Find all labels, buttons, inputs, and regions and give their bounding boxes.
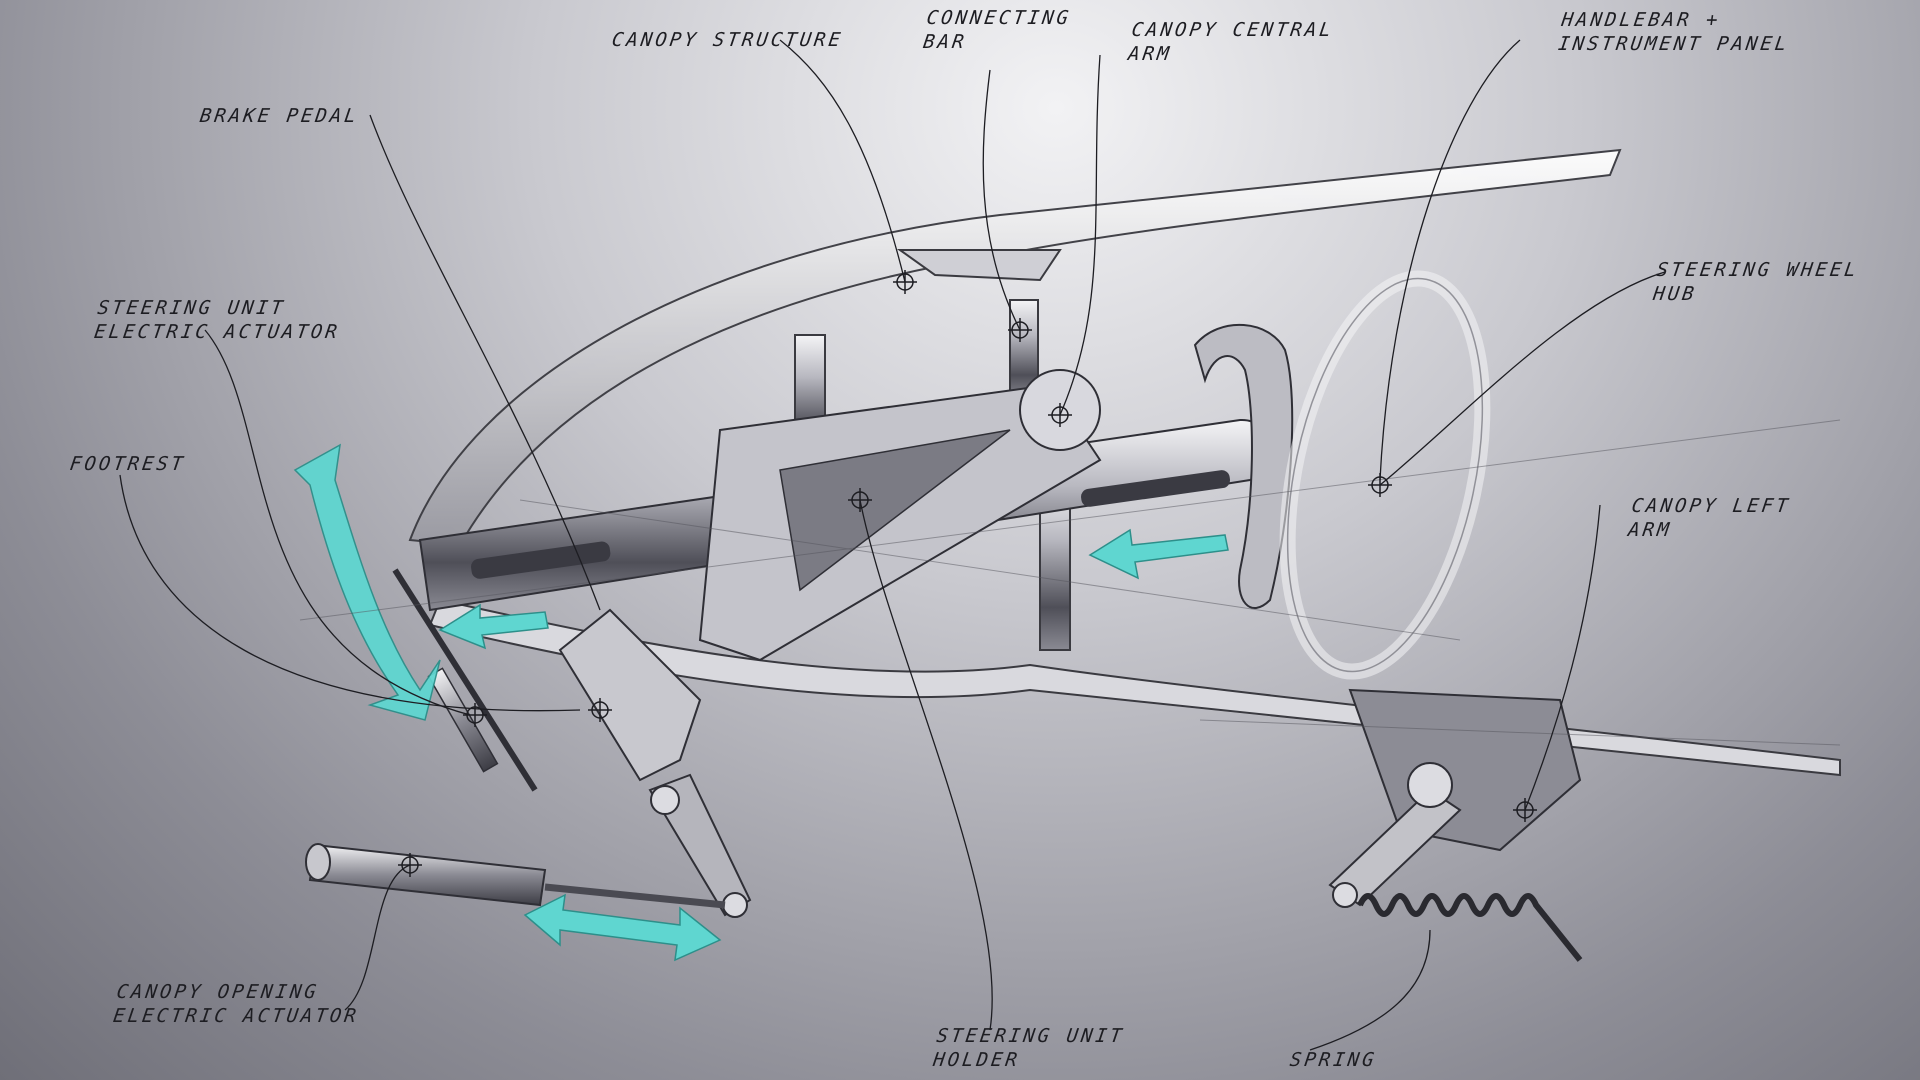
spring xyxy=(1357,893,1583,962)
target-markers xyxy=(398,270,1537,877)
footrest xyxy=(392,568,538,792)
label-handlebar-instrument-panel: Handlebar +instrument panel xyxy=(1556,9,1791,55)
steering-wheel xyxy=(1279,270,1491,680)
label-steering-unit-holder: Steering unitholder xyxy=(931,1025,1126,1071)
label-steering-unit-electric-actuator: Steering unitelectric actuator xyxy=(92,297,342,343)
brake-pedal xyxy=(558,608,702,782)
footrest-rotation-arrow xyxy=(293,443,441,721)
steering-slide-arrow xyxy=(1088,528,1229,580)
label-brake-pedal: Brake pedal xyxy=(198,105,361,127)
label-spring: Spring xyxy=(1288,1049,1379,1071)
canopy-frame xyxy=(408,148,1622,547)
canopy-left-arm-bracket xyxy=(1348,688,1582,852)
central-arm xyxy=(698,383,1102,662)
label-footrest: Footrest xyxy=(68,453,188,475)
label-canopy-left-arm: Canopy leftarm xyxy=(1626,495,1793,541)
label-canopy-opening-electric-actuator: Canopy openingelectric actuator xyxy=(111,981,361,1027)
actuator-stroke-arrow xyxy=(523,893,722,962)
label-steering-wheel-hub: Steering wheelhub xyxy=(1651,259,1861,305)
canopy-opening-actuator xyxy=(308,843,547,907)
label-canopy-structure: Canopy structure xyxy=(610,29,845,51)
label-connecting-bar: Connectingbar xyxy=(921,7,1073,53)
handlebar xyxy=(1193,324,1294,610)
brake-arrow xyxy=(438,603,549,650)
label-canopy-central-arm: Canopy centralarm xyxy=(1126,19,1336,65)
